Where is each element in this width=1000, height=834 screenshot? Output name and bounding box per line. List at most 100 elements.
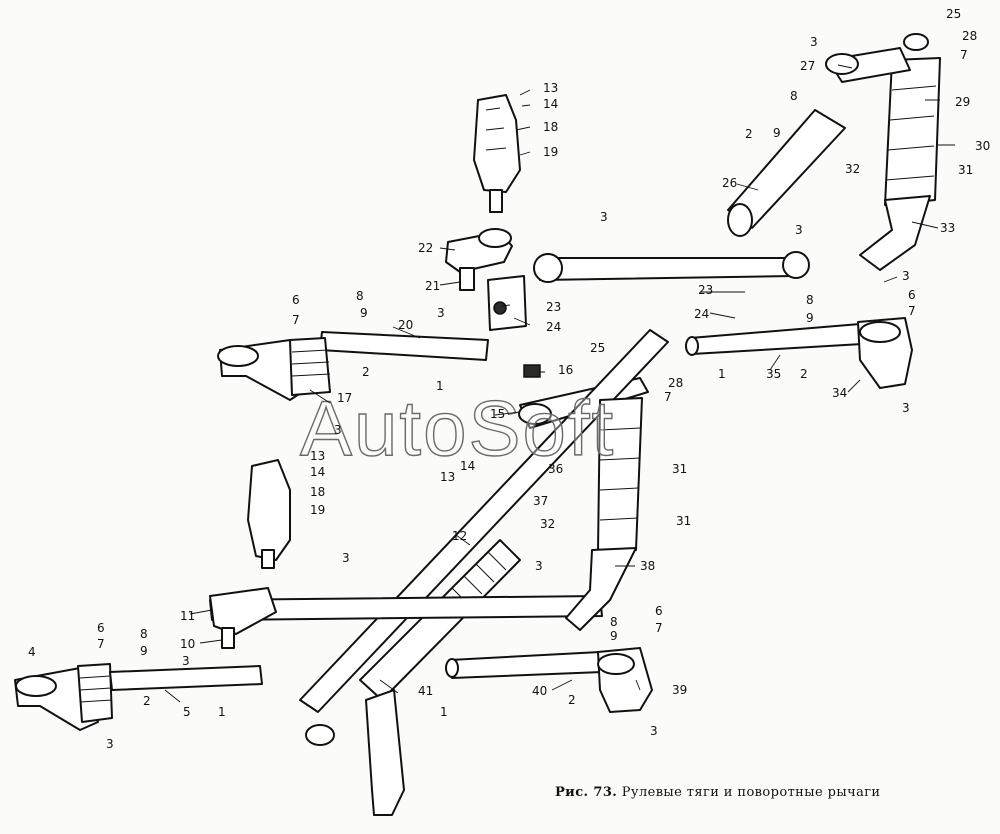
callout-2-lower-left: 2 <box>143 694 151 708</box>
callout-2-right: 2 <box>800 367 808 381</box>
ball-pin-10 <box>221 627 235 649</box>
callout-22: 22 <box>418 241 433 255</box>
tube-26-opening <box>727 203 753 237</box>
callout-8-top: 8 <box>790 89 798 103</box>
callout-2-lower-right: 2 <box>568 693 576 707</box>
pivot-eye-22 <box>478 228 512 248</box>
boot-4 <box>77 663 113 723</box>
tie-rod-35 <box>689 323 863 355</box>
upper-assembly <box>217 33 941 429</box>
callout-9-lower-right: 9 <box>610 629 618 643</box>
callout-3-f: 3 <box>902 401 910 415</box>
callout-7-lower-left: 7 <box>97 637 105 651</box>
pivot-arm-10 <box>209 587 277 635</box>
lower-assembly <box>14 329 669 816</box>
callout-20: 20 <box>398 318 413 332</box>
upper-tie-rod <box>539 257 793 281</box>
callout-12: 12 <box>452 529 467 543</box>
callout-8-lower-left: 8 <box>140 627 148 641</box>
callout-3-h: 3 <box>535 559 543 573</box>
callout-4: 4 <box>28 645 36 659</box>
callout-10: 10 <box>180 637 195 651</box>
callout-14-lower: 14 <box>310 465 325 479</box>
callout-39: 39 <box>672 683 687 697</box>
callout-3-c: 3 <box>334 423 342 437</box>
callout-29: 29 <box>955 95 970 109</box>
callout-2-left: 2 <box>362 365 370 379</box>
callout-18-upper: 18 <box>543 120 558 134</box>
callout-1-left: 1 <box>436 379 444 393</box>
bracket-18-lower-pin <box>261 549 275 569</box>
callout-7-left: 7 <box>292 313 300 327</box>
upper-tie-rod-end-left <box>533 253 563 283</box>
callout-7-mid: 7 <box>664 390 672 404</box>
callout-1-mid: 1 <box>718 367 726 381</box>
callout-24-right: 24 <box>694 307 709 321</box>
callout-8-right: 8 <box>806 293 814 307</box>
steering-arm-34-eye <box>859 321 901 343</box>
callout-13-upper: 13 <box>543 81 558 95</box>
callout-28-mid: 28 <box>668 376 683 390</box>
callout-25-top: 25 <box>946 7 961 21</box>
callout-3-k: 3 <box>650 724 658 738</box>
plate-23-nut <box>493 301 507 315</box>
bracket-18-upper-plate <box>485 107 507 151</box>
pivot-housing-38-ribs <box>599 427 641 521</box>
bottom-lever-eye <box>305 724 335 746</box>
callout-30: 30 <box>975 139 990 153</box>
callout-35: 35 <box>766 367 781 381</box>
bottom-lever <box>365 689 405 816</box>
knuckle-arm-38 <box>565 547 637 631</box>
pivot-housing-29-ribs <box>885 85 937 181</box>
tie-rod-5 <box>109 665 263 691</box>
callout-14-upper: 14 <box>543 97 558 111</box>
callout-3-i: 3 <box>182 654 190 668</box>
callout-3-e: 3 <box>902 269 910 283</box>
callout-34: 34 <box>832 386 847 400</box>
callout-31-mid-b: 31 <box>676 514 691 528</box>
callout-5: 5 <box>183 705 191 719</box>
callout-6-lower-right: 6 <box>655 604 663 618</box>
bracket-18-upper-pin <box>489 189 503 213</box>
callout-19-upper: 19 <box>543 145 558 159</box>
callout-7-right: 7 <box>908 304 916 318</box>
callout-3-top: 3 <box>810 35 818 49</box>
callout-9-top: 9 <box>773 126 781 140</box>
callout-21: 21 <box>425 279 440 293</box>
knuckle-arm-33 <box>859 195 931 271</box>
callout-9-right: 9 <box>806 311 814 325</box>
pitman-arm-15-eye <box>518 403 552 425</box>
callout-18-lower: 18 <box>310 485 325 499</box>
callout-37: 37 <box>533 494 548 508</box>
bracket-18-lower <box>247 459 291 561</box>
callout-33: 33 <box>940 221 955 235</box>
callout-1-lower-mid: 1 <box>440 705 448 719</box>
callout-14-mid: 14 <box>460 459 475 473</box>
boot-4-folds <box>79 675 113 703</box>
callout-25-mid: 25 <box>590 341 605 355</box>
nut-16 <box>523 364 541 378</box>
watermark-text: AutoSoft <box>300 384 615 472</box>
steering-arm-4-eye <box>15 675 57 697</box>
callout-13-lower: 13 <box>310 449 325 463</box>
callout-labels: 13 14 18 19 3 22 21 23 24 3 6 7 8 9 20 2… <box>28 7 990 751</box>
callout-23-left: 23 <box>546 300 561 314</box>
callout-9-lower-left: 9 <box>140 644 148 658</box>
tie-rod-40 <box>449 651 603 679</box>
callout-27: 27 <box>800 59 815 73</box>
callout-9-left: 9 <box>360 306 368 320</box>
callout-6-left: 6 <box>292 293 300 307</box>
boot-17-folds <box>291 349 331 377</box>
callout-1-lower-left: 1 <box>218 705 226 719</box>
figure-title: Рулевые тяги и поворотные рычаги <box>621 785 881 800</box>
figure-number: Рис. 73. <box>555 785 618 800</box>
callout-19-lower: 19 <box>310 503 325 517</box>
callout-31-mid-a: 31 <box>672 462 687 476</box>
callout-38: 38 <box>640 559 655 573</box>
callout-28-top: 28 <box>962 29 977 43</box>
leader-lines <box>164 64 955 703</box>
callout-32-mid: 32 <box>540 517 555 531</box>
callout-24-left: 24 <box>546 320 561 334</box>
steering-arm-27-eye <box>825 53 859 75</box>
